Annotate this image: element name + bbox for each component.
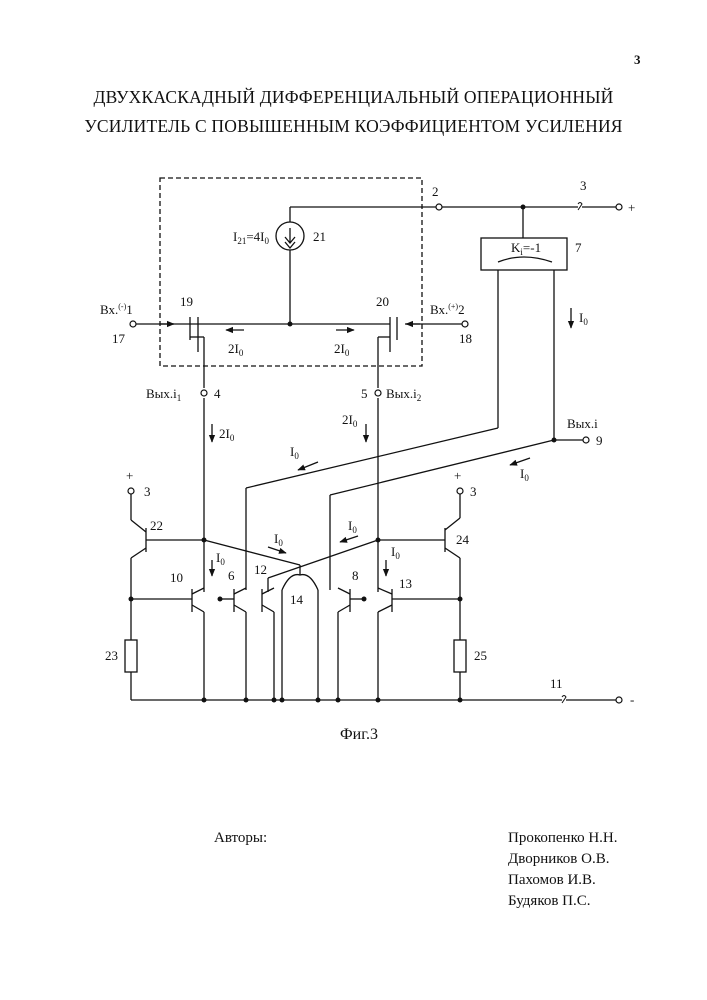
label-n24: 24 [456, 532, 470, 547]
label-n4: 4 [214, 386, 221, 401]
label-io-a: I0 [290, 444, 299, 461]
authors-label: Авторы: [214, 830, 268, 846]
title-line-2: УСИЛИТЕЛЬ С ПОВЫШЕННЫМ КОЭФФИЦИЕНТОМ УСИ… [84, 116, 623, 136]
label-n25: 25 [474, 648, 487, 663]
dashed-block [159, 177, 423, 367]
label-2io-d2: 2I0 [342, 412, 358, 429]
label-minus: - [630, 692, 634, 707]
label-io-e: I0 [216, 550, 225, 567]
label-ki: Ki=-1 [511, 240, 541, 257]
label-plus-top: + [628, 200, 635, 215]
current-mirror-7 [480, 237, 568, 271]
label-2io-right: 2I0 [334, 341, 350, 358]
label-n14: 14 [290, 592, 304, 607]
figure-caption: Фиг.3 [340, 726, 378, 743]
label-vyx-i1: Вых.i1 [146, 386, 181, 403]
page-number: 3 [634, 52, 641, 67]
label-n10: 10 [170, 570, 183, 585]
label-n19: 19 [180, 294, 193, 309]
label-n9: 9 [596, 433, 603, 448]
label-n2: 2 [432, 184, 439, 199]
author-3: Пахомов И.В. [508, 872, 596, 888]
label-n3-left: 3 [144, 484, 151, 499]
label-n7: 7 [575, 240, 582, 255]
resistor-25 [453, 639, 467, 673]
label-n12: 12 [254, 562, 267, 577]
label-2io-d1: 2I0 [219, 426, 235, 443]
label-n8: 8 [352, 568, 359, 583]
label-n3-right: 3 [470, 484, 477, 499]
label-n21: 21 [313, 229, 326, 244]
label-plus-left: + [126, 468, 133, 483]
label-plus-right: + [454, 468, 461, 483]
label-n17: 17 [112, 331, 126, 346]
label-io-c: I0 [274, 531, 283, 548]
author-4: Будяков П.С. [508, 893, 591, 909]
author-2: Дворников О.В. [508, 851, 610, 867]
label-vx-plus: Вх.(+)2 [430, 302, 465, 317]
label-n23: 23 [105, 648, 118, 663]
label-n13: 13 [399, 576, 412, 591]
label-io-b: I0 [520, 466, 529, 483]
label-2io-left: 2I0 [228, 341, 244, 358]
label-n11: 11 [550, 676, 563, 691]
label-n5: 5 [361, 386, 368, 401]
label-n20: 20 [376, 294, 389, 309]
label-io-d: I0 [348, 518, 357, 535]
label-vyx-i: Вых.i [567, 416, 598, 431]
label-n6: 6 [228, 568, 235, 583]
label-vyx-i2: Вых.i2 [386, 386, 421, 403]
resistor-23 [124, 639, 138, 673]
label-n22: 22 [150, 518, 163, 533]
label-n18: 18 [459, 331, 472, 346]
label-vx-minus: Вх.(-)1 [100, 302, 133, 317]
title-line-1: ДВУХКАСКАДНЫЙ ДИФФЕРЕНЦИАЛЬНЫЙ ОПЕРАЦИОН… [93, 87, 614, 107]
label-i21: I21=4I0 [233, 229, 270, 246]
label-io-right: I0 [579, 310, 588, 327]
label-n3-top: 3 [580, 178, 587, 193]
author-1: Прокопенко Н.Н. [508, 830, 618, 846]
label-io-f: I0 [391, 544, 400, 561]
